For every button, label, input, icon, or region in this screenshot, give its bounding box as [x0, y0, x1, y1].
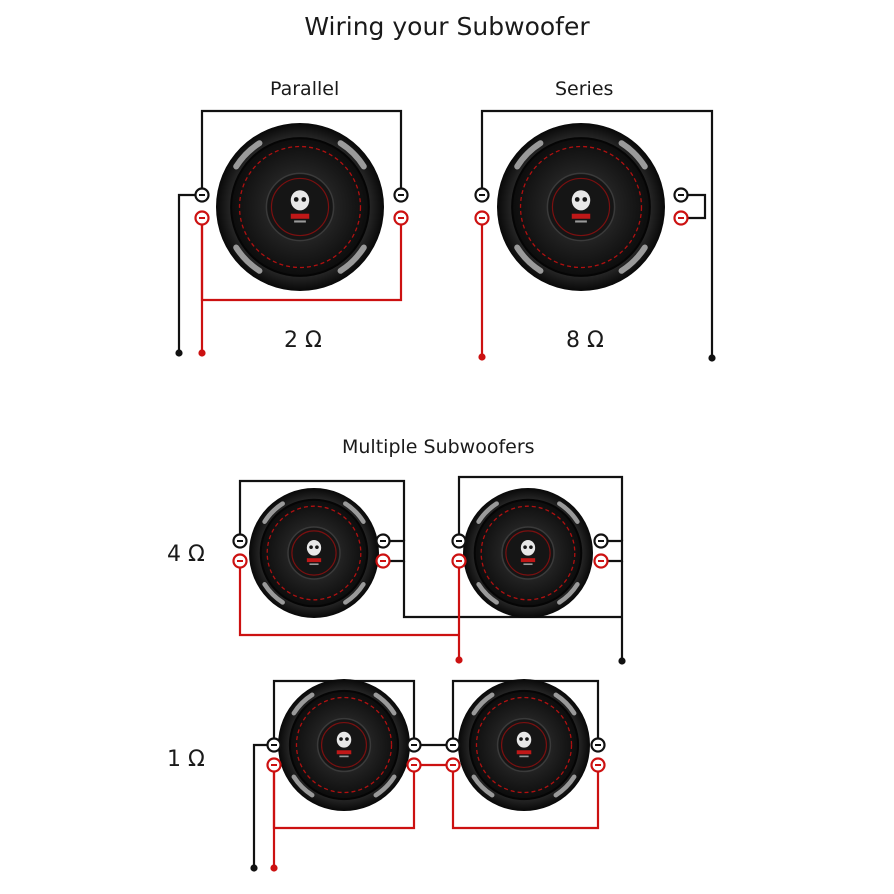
- negative-wire: [238, 479, 406, 541]
- multiple-subwoofers-label: Multiple Subwoofers: [342, 436, 535, 458]
- subwoofer-icon: [463, 488, 593, 618]
- negative-terminal-icon: [375, 533, 391, 549]
- positive-terminal-icon: [474, 210, 490, 226]
- parallel-ohm-label: 2 Ω: [284, 328, 322, 353]
- positive-wire: [451, 765, 600, 830]
- positive-terminal-icon: [451, 553, 467, 569]
- positive-terminal-icon: [375, 553, 391, 569]
- skull-logo-icon: [336, 731, 352, 758]
- wire-end-dot: [250, 864, 258, 872]
- parallel-label: Parallel: [270, 78, 340, 100]
- positive-terminal-icon: [266, 757, 282, 773]
- wire-end-dot: [708, 354, 716, 362]
- skull-logo-icon: [290, 190, 310, 223]
- positive-terminal-icon: [445, 757, 461, 773]
- series-label: Series: [555, 78, 614, 100]
- negative-terminal-icon: [474, 187, 490, 203]
- subwoofer-icon: [278, 679, 410, 811]
- positive-terminal-icon: [194, 210, 210, 226]
- wire-end-dot: [618, 657, 626, 665]
- positive-terminal-icon: [673, 210, 689, 226]
- negative-wire: [383, 539, 406, 563]
- terminals: [194, 187, 689, 773]
- negative-terminal-icon: [194, 187, 210, 203]
- negative-terminal-icon: [593, 533, 609, 549]
- subwoofer-icon: [249, 488, 379, 618]
- negative-wire: [681, 193, 707, 220]
- negative-wire: [177, 193, 202, 353]
- wire-end-dot: [198, 349, 206, 357]
- positive-terminal-icon: [590, 757, 606, 773]
- negative-terminal-icon: [406, 737, 422, 753]
- skull-logo-icon: [516, 731, 532, 758]
- speakers: [216, 123, 665, 811]
- wire-end-dot: [455, 656, 463, 664]
- four-ohm-label: 4 Ω: [167, 542, 205, 567]
- negative-wire: [457, 475, 624, 541]
- negative-wire: [601, 539, 624, 563]
- wire-end-dot: [175, 349, 183, 357]
- negative-terminal-icon: [673, 187, 689, 203]
- negative-wire: [480, 109, 714, 358]
- positive-terminal-icon: [593, 553, 609, 569]
- negative-terminal-icon: [232, 533, 248, 549]
- negative-terminal-icon: [445, 737, 461, 753]
- positive-terminal-icon: [406, 757, 422, 773]
- one-ohm-label: 1 Ω: [167, 747, 205, 772]
- wire-end-dot: [478, 353, 486, 361]
- negative-wire: [402, 561, 622, 619]
- subwoofer-icon: [497, 123, 665, 291]
- positive-wire: [238, 561, 458, 637]
- skull-logo-icon: [520, 540, 536, 566]
- negative-terminal-icon: [451, 533, 467, 549]
- skull-logo-icon: [571, 190, 591, 223]
- wires: [175, 109, 716, 872]
- positive-terminal-icon: [393, 210, 409, 226]
- skull-logo-icon: [306, 540, 322, 566]
- diagram-title: Wiring your Subwoofer: [304, 12, 590, 41]
- subwoofer-icon: [458, 679, 590, 811]
- negative-wire: [200, 109, 403, 195]
- negative-terminal-icon: [266, 737, 282, 753]
- positive-terminal-icon: [232, 553, 248, 569]
- subwoofer-icon: [216, 123, 384, 291]
- series-ohm-label: 8 Ω: [566, 328, 604, 353]
- negative-terminal-icon: [590, 737, 606, 753]
- wire-end-dot: [270, 864, 278, 872]
- negative-terminal-icon: [393, 187, 409, 203]
